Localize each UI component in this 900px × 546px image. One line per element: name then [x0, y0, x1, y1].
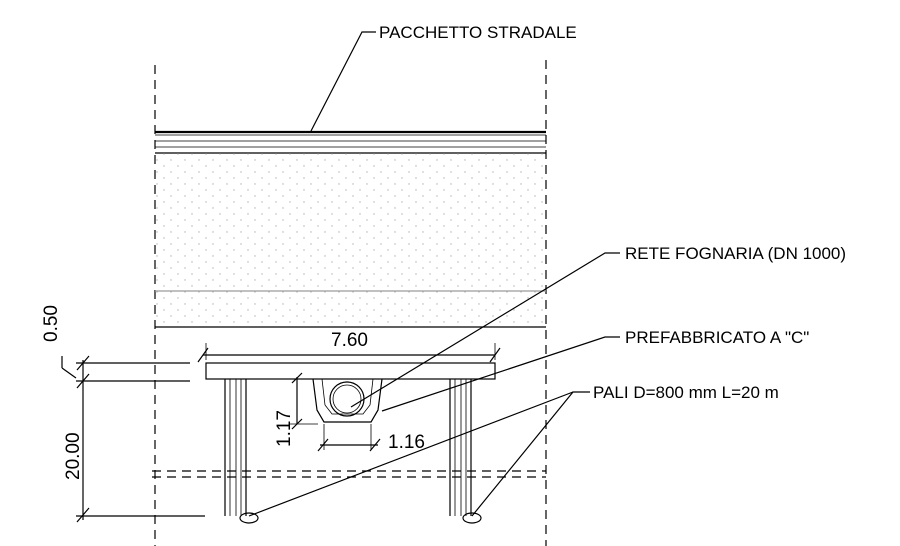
precast-c-element — [312, 378, 383, 423]
sewer-pipe — [329, 381, 365, 417]
piles-label: PALI D=800 mm L=20 m — [593, 383, 779, 402]
sewer-network-label: RETE FOGNARIA (DN 1000) — [625, 244, 846, 263]
precast-leader — [381, 336, 620, 412]
road-package-layers — [155, 130, 546, 154]
dim-slab-width — [197, 343, 501, 363]
slab — [205, 362, 496, 380]
left-pile — [224, 379, 259, 524]
slab-thickness-dimension: 0.50 — [41, 305, 62, 342]
piles-leader-right — [471, 391, 590, 517]
dim-culvert-width — [317, 424, 381, 452]
slab-width-dimension: 7.60 — [331, 330, 368, 351]
dim-vertical-left — [61, 355, 205, 523]
precast-c-label: PREFABBRICATO A "C" — [625, 328, 809, 347]
embankment-fill — [155, 153, 546, 327]
sewer-leader — [350, 252, 620, 408]
piles-leader-left — [248, 391, 574, 517]
culvert-width-dimension: 1.16 — [388, 432, 425, 453]
culvert-height-dimension: 1.17 — [274, 410, 295, 447]
dim-culvert-height — [290, 372, 318, 430]
right-pile — [449, 379, 482, 524]
sewer-pipe-inner — [332, 384, 362, 414]
soil-layer-dashed — [152, 470, 546, 478]
pile-length-dimension: 20.00 — [63, 432, 84, 480]
road-package-leader — [310, 31, 376, 132]
road-package-label: PACCHETTO STRADALE — [379, 23, 577, 42]
